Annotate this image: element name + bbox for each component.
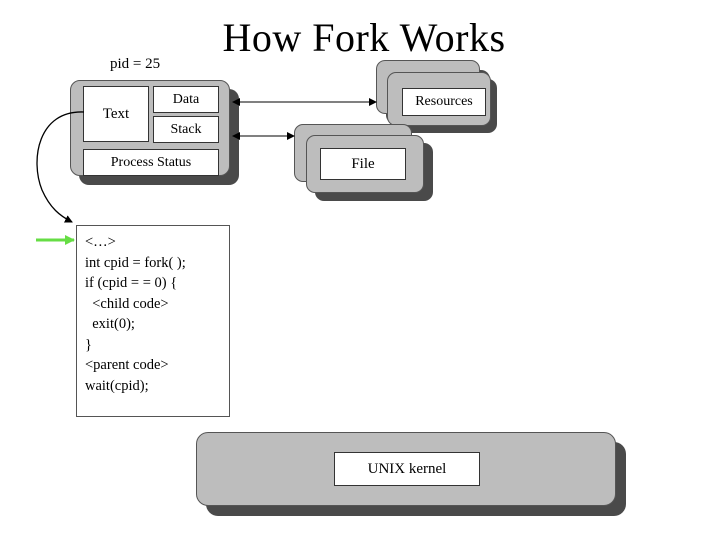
- code-line: exit(0);: [85, 316, 135, 332]
- data-segment: Data: [153, 86, 219, 113]
- code-listing: <…> int cpid = fork( ); if (cpid = = 0) …: [76, 225, 230, 417]
- text-to-code-arrow: [36, 111, 85, 223]
- pid-label: pid = 25: [110, 56, 161, 72]
- resources-label: Resources: [402, 88, 486, 116]
- code-line: int cpid = fork( );: [85, 254, 186, 271]
- code-line: <parent code>: [85, 357, 169, 373]
- code-line: wait(cpid);: [85, 377, 149, 394]
- kernel-label: UNIX kernel: [334, 452, 480, 486]
- stack-segment: Stack: [153, 116, 219, 143]
- diagram-title: How Fork Works: [222, 15, 506, 60]
- process-status-segment: Process Status: [83, 149, 219, 176]
- text-segment: Text: [83, 86, 149, 142]
- code-line: <…>: [85, 234, 116, 250]
- file-label: File: [320, 148, 406, 180]
- code-line: <child code>: [85, 295, 169, 312]
- code-line: }: [85, 336, 92, 353]
- code-line: if (cpid = = 0) {: [85, 275, 178, 291]
